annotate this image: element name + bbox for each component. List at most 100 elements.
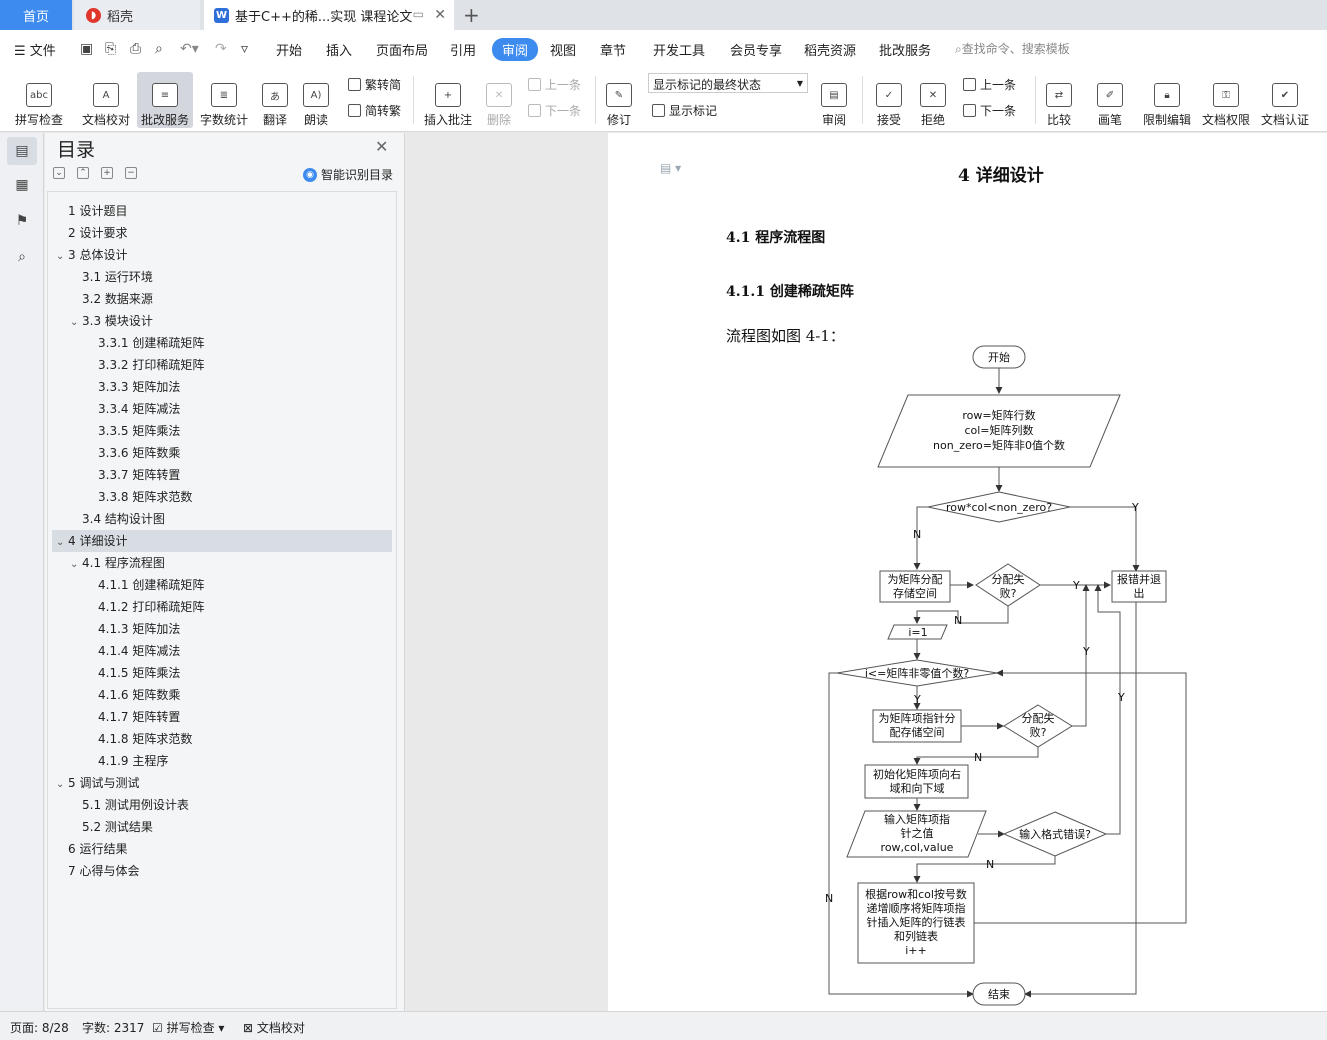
compare-button[interactable]: ⇄比较 <box>1040 72 1078 128</box>
toc-item[interactable]: 4.1.6 矩阵数乘 <box>52 684 392 706</box>
toc-item[interactable]: ⌄3.3 模块设计 <box>52 310 392 332</box>
show-markup-button[interactable]: 显示标记 <box>652 102 717 119</box>
tab-daoke[interactable]: ◗稻壳 <box>74 0 200 30</box>
print-icon[interactable]: ⎙ <box>130 41 142 57</box>
prev-comment-button[interactable]: 上一条 <box>528 76 581 93</box>
toc-item[interactable]: 4.1.1 创建稀疏矩阵 <box>52 574 392 596</box>
chevron-down-icon[interactable]: ⌄ <box>70 559 79 570</box>
search-icon[interactable]: ⌕ <box>18 249 26 265</box>
toc-item[interactable]: 4.1.3 矩阵加法 <box>52 618 392 640</box>
command-search[interactable]: ⌕查找命令、搜索模板 <box>955 40 1070 57</box>
review-pane-button[interactable]: ▤审阅 <box>815 72 853 128</box>
navigation-icon[interactable]: ▦ <box>15 177 29 193</box>
tab-home[interactable]: 首页 <box>0 0 72 30</box>
save-icon[interactable]: ▣ <box>80 41 94 57</box>
markup-state-select[interactable]: 显示标记的最终状态▼ <box>648 73 808 93</box>
toc-item[interactable]: 4.1.2 打印稀疏矩阵 <box>52 596 392 618</box>
toc-item[interactable]: 3.3.7 矩阵转置 <box>52 464 392 486</box>
reject-button[interactable]: ✕拒绝 <box>914 72 952 128</box>
toc-item[interactable]: 3.2 数据来源 <box>52 288 392 310</box>
toc-item[interactable]: 4.1.9 主程序 <box>52 750 392 772</box>
read-aloud-button[interactable]: A)朗读 <box>298 72 334 128</box>
doc-auth-button[interactable]: ✔文档认证 <box>1258 72 1312 128</box>
chevron-down-icon[interactable]: ⌄ <box>70 317 79 328</box>
menu-item-2[interactable]: 页面布局 <box>376 44 429 59</box>
correction-service-button[interactable]: ≡批改服务 <box>137 72 193 128</box>
remove-item-icon[interactable]: − <box>125 167 137 179</box>
toc-item[interactable]: 3.3.3 矩阵加法 <box>52 376 392 398</box>
toc-item[interactable]: 1 设计题目 <box>52 200 392 222</box>
doc-rights-button[interactable]: ⚿文档权限 <box>1199 72 1253 128</box>
redo-icon[interactable]: ↷ <box>215 41 227 57</box>
toc-item[interactable]: 3.3.1 创建稀疏矩阵 <box>52 332 392 354</box>
toc-item[interactable]: 7 心得与体会 <box>52 860 392 882</box>
pen-button[interactable]: ✐画笔 <box>1092 72 1128 128</box>
bookmark-icon[interactable]: ⚑ <box>15 213 29 229</box>
menu-item-5[interactable]: 视图 <box>550 44 577 59</box>
menu-item-10[interactable]: 批改服务 <box>879 44 932 59</box>
export-icon[interactable]: ⎘ <box>105 41 117 57</box>
toc-item[interactable]: 3.4 结构设计图 <box>52 508 392 530</box>
toc-item[interactable]: 6 运行结果 <box>52 838 392 860</box>
word-count[interactable]: 字数: 2317 <box>82 1021 145 1035</box>
collapse-all-icon[interactable]: ⌄ <box>53 167 65 179</box>
trad-to-simp-button[interactable]: 繁转简 <box>348 76 401 93</box>
next-comment-button[interactable]: 下一条 <box>528 102 581 119</box>
toc-item[interactable]: 4.1.5 矩阵乘法 <box>52 662 392 684</box>
delete-comment-button[interactable]: ✕删除 <box>480 72 518 128</box>
toc-item[interactable]: 3.3.6 矩阵数乘 <box>52 442 392 464</box>
smart-toc-button[interactable]: ◉智能识别目录 <box>303 166 393 183</box>
paragraph-handle-icon[interactable]: ▤ ▾ <box>660 161 682 175</box>
track-changes-button[interactable]: ✎修订 <box>600 72 638 128</box>
preview-icon[interactable]: ⌕ <box>155 41 163 57</box>
menu-item-8[interactable]: 会员专享 <box>730 44 783 59</box>
window-icon[interactable]: ▭ <box>412 7 424 21</box>
status-proofread[interactable]: ⊠ 文档校对 <box>243 1019 305 1036</box>
next-change-button[interactable]: 下一条 <box>963 102 1016 119</box>
toc-item[interactable]: 4.1.8 矩阵求范数 <box>52 728 392 750</box>
menu-item-0[interactable]: 开始 <box>276 44 303 59</box>
toc-item[interactable]: 3.3.2 打印稀疏矩阵 <box>52 354 392 376</box>
add-item-icon[interactable]: + <box>101 167 113 179</box>
chevron-down-icon[interactable]: ⌄ <box>56 537 65 548</box>
toc-item[interactable]: 3.3.5 矩阵乘法 <box>52 420 392 442</box>
chevron-down-icon[interactable]: ⌄ <box>56 779 65 790</box>
status-spell-check[interactable]: ☑ 拼写检查 ▾ <box>152 1021 225 1035</box>
prev-change-button[interactable]: 上一条 <box>963 76 1016 93</box>
toc-panel-icon[interactable]: ▤ <box>7 137 37 165</box>
menu-item-7[interactable]: 开发工具 <box>653 44 706 59</box>
close-tab-icon[interactable]: ✕ <box>434 7 446 23</box>
menu-item-4[interactable]: 审阅 <box>492 38 539 61</box>
chevron-down-icon[interactable]: ⌄ <box>56 251 65 262</box>
menu-item-9[interactable]: 稻壳资源 <box>804 44 857 59</box>
toc-item[interactable]: 5.1 测试用例设计表 <box>52 794 392 816</box>
undo-icon[interactable]: ↶▾ <box>180 41 199 57</box>
toc-item[interactable]: 3.3.4 矩阵减法 <box>52 398 392 420</box>
word-count-button[interactable]: ≣字数统计 <box>198 72 250 128</box>
customize-icon[interactable]: ▿ <box>241 41 249 57</box>
expand-up-icon[interactable]: ⌃ <box>77 167 89 179</box>
translate-button[interactable]: あ翻译 <box>256 72 294 128</box>
toc-item[interactable]: ⌄4.1 程序流程图 <box>52 552 392 574</box>
file-menu[interactable]: ☰ 文件 <box>14 40 56 59</box>
page-indicator[interactable]: 页面: 8/28 <box>10 1021 69 1035</box>
simp-to-trad-button[interactable]: 简转繁 <box>348 102 401 119</box>
toc-item[interactable]: ⌄4 详细设计 <box>52 530 392 552</box>
toc-item[interactable]: ⌄5 调试与测试 <box>52 772 392 794</box>
toc-item[interactable]: 2 设计要求 <box>52 222 392 244</box>
restrict-editing-button[interactable]: 🔒︎限制编辑 <box>1140 72 1194 128</box>
toc-item[interactable]: 4.1.4 矩阵减法 <box>52 640 392 662</box>
new-tab-button[interactable]: + <box>463 3 480 27</box>
close-icon[interactable]: ✕ <box>375 137 389 156</box>
menu-item-3[interactable]: 引用 <box>450 44 477 59</box>
toc-item[interactable]: 3.3.8 矩阵求范数 <box>52 486 392 508</box>
accept-button[interactable]: ✓接受 <box>870 72 908 128</box>
insert-comment-button[interactable]: +插入批注 <box>422 72 474 128</box>
menu-item-6[interactable]: 章节 <box>600 44 627 59</box>
toc-item[interactable]: ⌄3 总体设计 <box>52 244 392 266</box>
menu-item-1[interactable]: 插入 <box>326 44 353 59</box>
toc-item[interactable]: 4.1.7 矩阵转置 <box>52 706 392 728</box>
